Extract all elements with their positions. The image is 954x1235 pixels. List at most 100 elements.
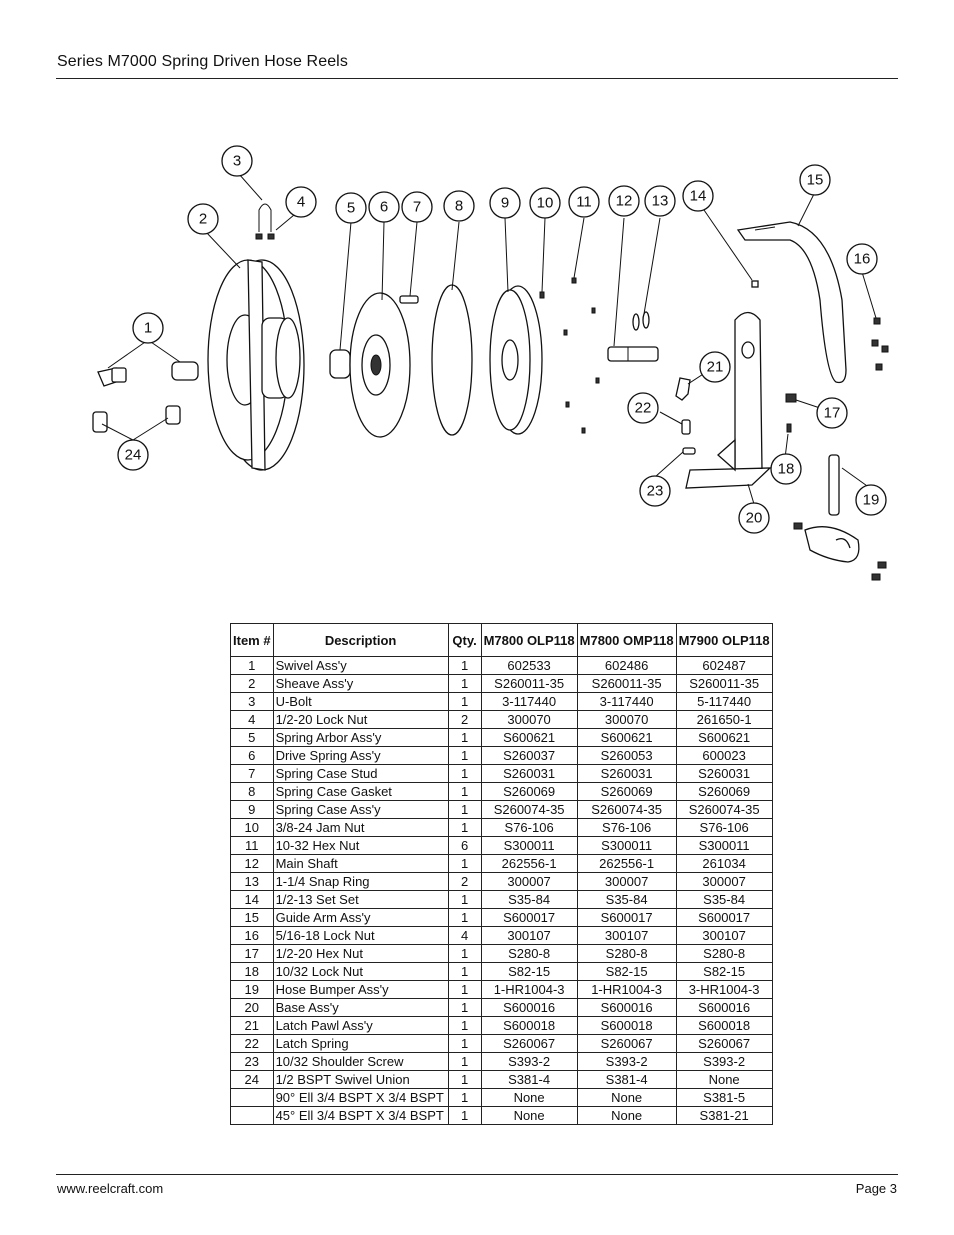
cell-m7900-olp118: S600016 — [675, 998, 773, 1017]
cell-m7900-olp118: S393-2 — [675, 1052, 773, 1071]
cell-m7800-omp118: None — [576, 1106, 677, 1125]
cell-m7900-olp118: 300007 — [675, 872, 773, 891]
u-bolt-drawing — [255, 203, 275, 240]
callout-21: 21 — [699, 351, 731, 383]
website-url: www.reelcraft.com — [57, 1181, 164, 1196]
cell-m7800-omp118: 262556-1 — [576, 854, 677, 873]
cell-item — [230, 1106, 274, 1125]
cell-description: Latch Pawl Ass'y — [272, 1016, 449, 1035]
hose-bumper-drawing — [793, 454, 887, 581]
column-header-description: Description — [272, 623, 449, 657]
callout-13: 13 — [644, 185, 676, 217]
svg-text:21: 21 — [707, 359, 724, 376]
cell-item: 13 — [230, 872, 274, 891]
snap-ring-drawing — [632, 313, 640, 331]
cell-qty: 6 — [447, 836, 482, 855]
callout-4: 4 — [285, 186, 317, 218]
cell-description: Spring Arbor Ass'y — [272, 728, 449, 747]
cell-description: Latch Spring — [272, 1034, 449, 1053]
cell-m7900-olp118: S260074-35 — [675, 800, 773, 819]
cell-m7900-olp118: S260069 — [675, 782, 773, 801]
callout-22: 22 — [627, 392, 659, 424]
cell-description: Drive Spring Ass'y — [272, 746, 449, 765]
cell-m7800-omp118: S260053 — [576, 746, 677, 765]
svg-text:14: 14 — [690, 188, 707, 205]
cell-m7800-omp118: S600016 — [576, 998, 677, 1017]
cell-description: Base Ass'y — [272, 998, 449, 1017]
cell-m7800-olp118: S260069 — [480, 782, 578, 801]
cell-m7800-olp118: 300007 — [480, 872, 578, 891]
cell-qty: 2 — [447, 710, 482, 729]
cell-m7800-olp118: S600621 — [480, 728, 578, 747]
cell-m7800-olp118: S260067 — [480, 1034, 578, 1053]
cell-m7900-olp118: S381-5 — [675, 1088, 773, 1107]
page-title: Series M7000 Spring Driven Hose Reels — [57, 53, 348, 70]
spring-arbor-drawing — [329, 349, 351, 379]
callout-8: 8 — [443, 190, 475, 222]
cell-m7900-olp118: S82-15 — [675, 962, 773, 981]
callout-24: 24 — [117, 439, 149, 471]
hex-nuts-drawing — [539, 277, 600, 434]
cell-m7800-olp118: 1-HR1004-3 — [480, 980, 578, 999]
set-screw-drawing — [751, 280, 759, 288]
cell-item: 3 — [230, 692, 274, 711]
cell-m7800-omp118: S280-8 — [576, 944, 677, 963]
cell-m7800-omp118: S381-4 — [576, 1070, 677, 1089]
cell-m7800-omp118: S300011 — [576, 836, 677, 855]
cell-m7800-omp118: 1-HR1004-3 — [576, 980, 677, 999]
svg-text:19: 19 — [863, 492, 880, 509]
cell-m7800-olp118: 262556-1 — [480, 854, 578, 873]
cell-item: 4 — [230, 710, 274, 729]
cell-item: 9 — [230, 800, 274, 819]
exploded-parts-diagram: 1 2 3 4 5 6 7 8 9 10 11 12 13 14 15 16 1… — [92, 145, 889, 581]
callout-12: 12 — [608, 185, 640, 217]
cell-m7900-olp118: 5-117440 — [675, 692, 773, 711]
svg-text:6: 6 — [380, 199, 388, 216]
cell-qty: 4 — [447, 926, 482, 945]
callout-9: 9 — [489, 187, 521, 219]
cell-description: 5/16-18 Lock Nut — [272, 926, 449, 945]
column-header-m7900-olp118: M7900 OLP118 — [675, 623, 773, 657]
cell-item — [230, 1088, 274, 1107]
cell-item: 21 — [230, 1016, 274, 1035]
callout-7: 7 — [401, 191, 433, 223]
svg-text:1: 1 — [144, 320, 152, 337]
cell-m7900-olp118: S600018 — [675, 1016, 773, 1035]
callout-6: 6 — [368, 191, 400, 223]
cell-m7800-olp118: 3-117440 — [480, 692, 578, 711]
spring-case-gasket-drawing — [431, 284, 473, 436]
cell-m7800-olp118: S260011-35 — [480, 674, 578, 693]
cell-item: 17 — [230, 944, 274, 963]
callout-10: 10 — [529, 187, 561, 219]
cell-item: 11 — [230, 836, 274, 855]
cell-item: 6 — [230, 746, 274, 765]
svg-text:24: 24 — [125, 447, 142, 464]
cell-qty: 1 — [447, 656, 482, 675]
cell-qty: 1 — [447, 818, 482, 837]
cell-item: 15 — [230, 908, 274, 927]
cell-m7800-olp118: 602533 — [480, 656, 578, 675]
cell-description: Sheave Ass'y — [272, 674, 449, 693]
base-drawing — [685, 311, 772, 489]
cell-qty: 1 — [447, 1016, 482, 1035]
cell-m7800-omp118: S600017 — [576, 908, 677, 927]
callout-16: 16 — [846, 243, 878, 275]
main-shaft-drawing — [607, 346, 659, 362]
cell-description: 1/2-20 Hex Nut — [272, 944, 449, 963]
cell-m7900-olp118: S600621 — [675, 728, 773, 747]
svg-text:2: 2 — [199, 211, 207, 228]
cell-m7800-olp118: S393-2 — [480, 1052, 578, 1071]
lock-nut-drawing — [786, 423, 792, 433]
svg-text:15: 15 — [807, 172, 824, 189]
cell-description: Guide Arm Ass'y — [272, 908, 449, 927]
cell-item: 8 — [230, 782, 274, 801]
